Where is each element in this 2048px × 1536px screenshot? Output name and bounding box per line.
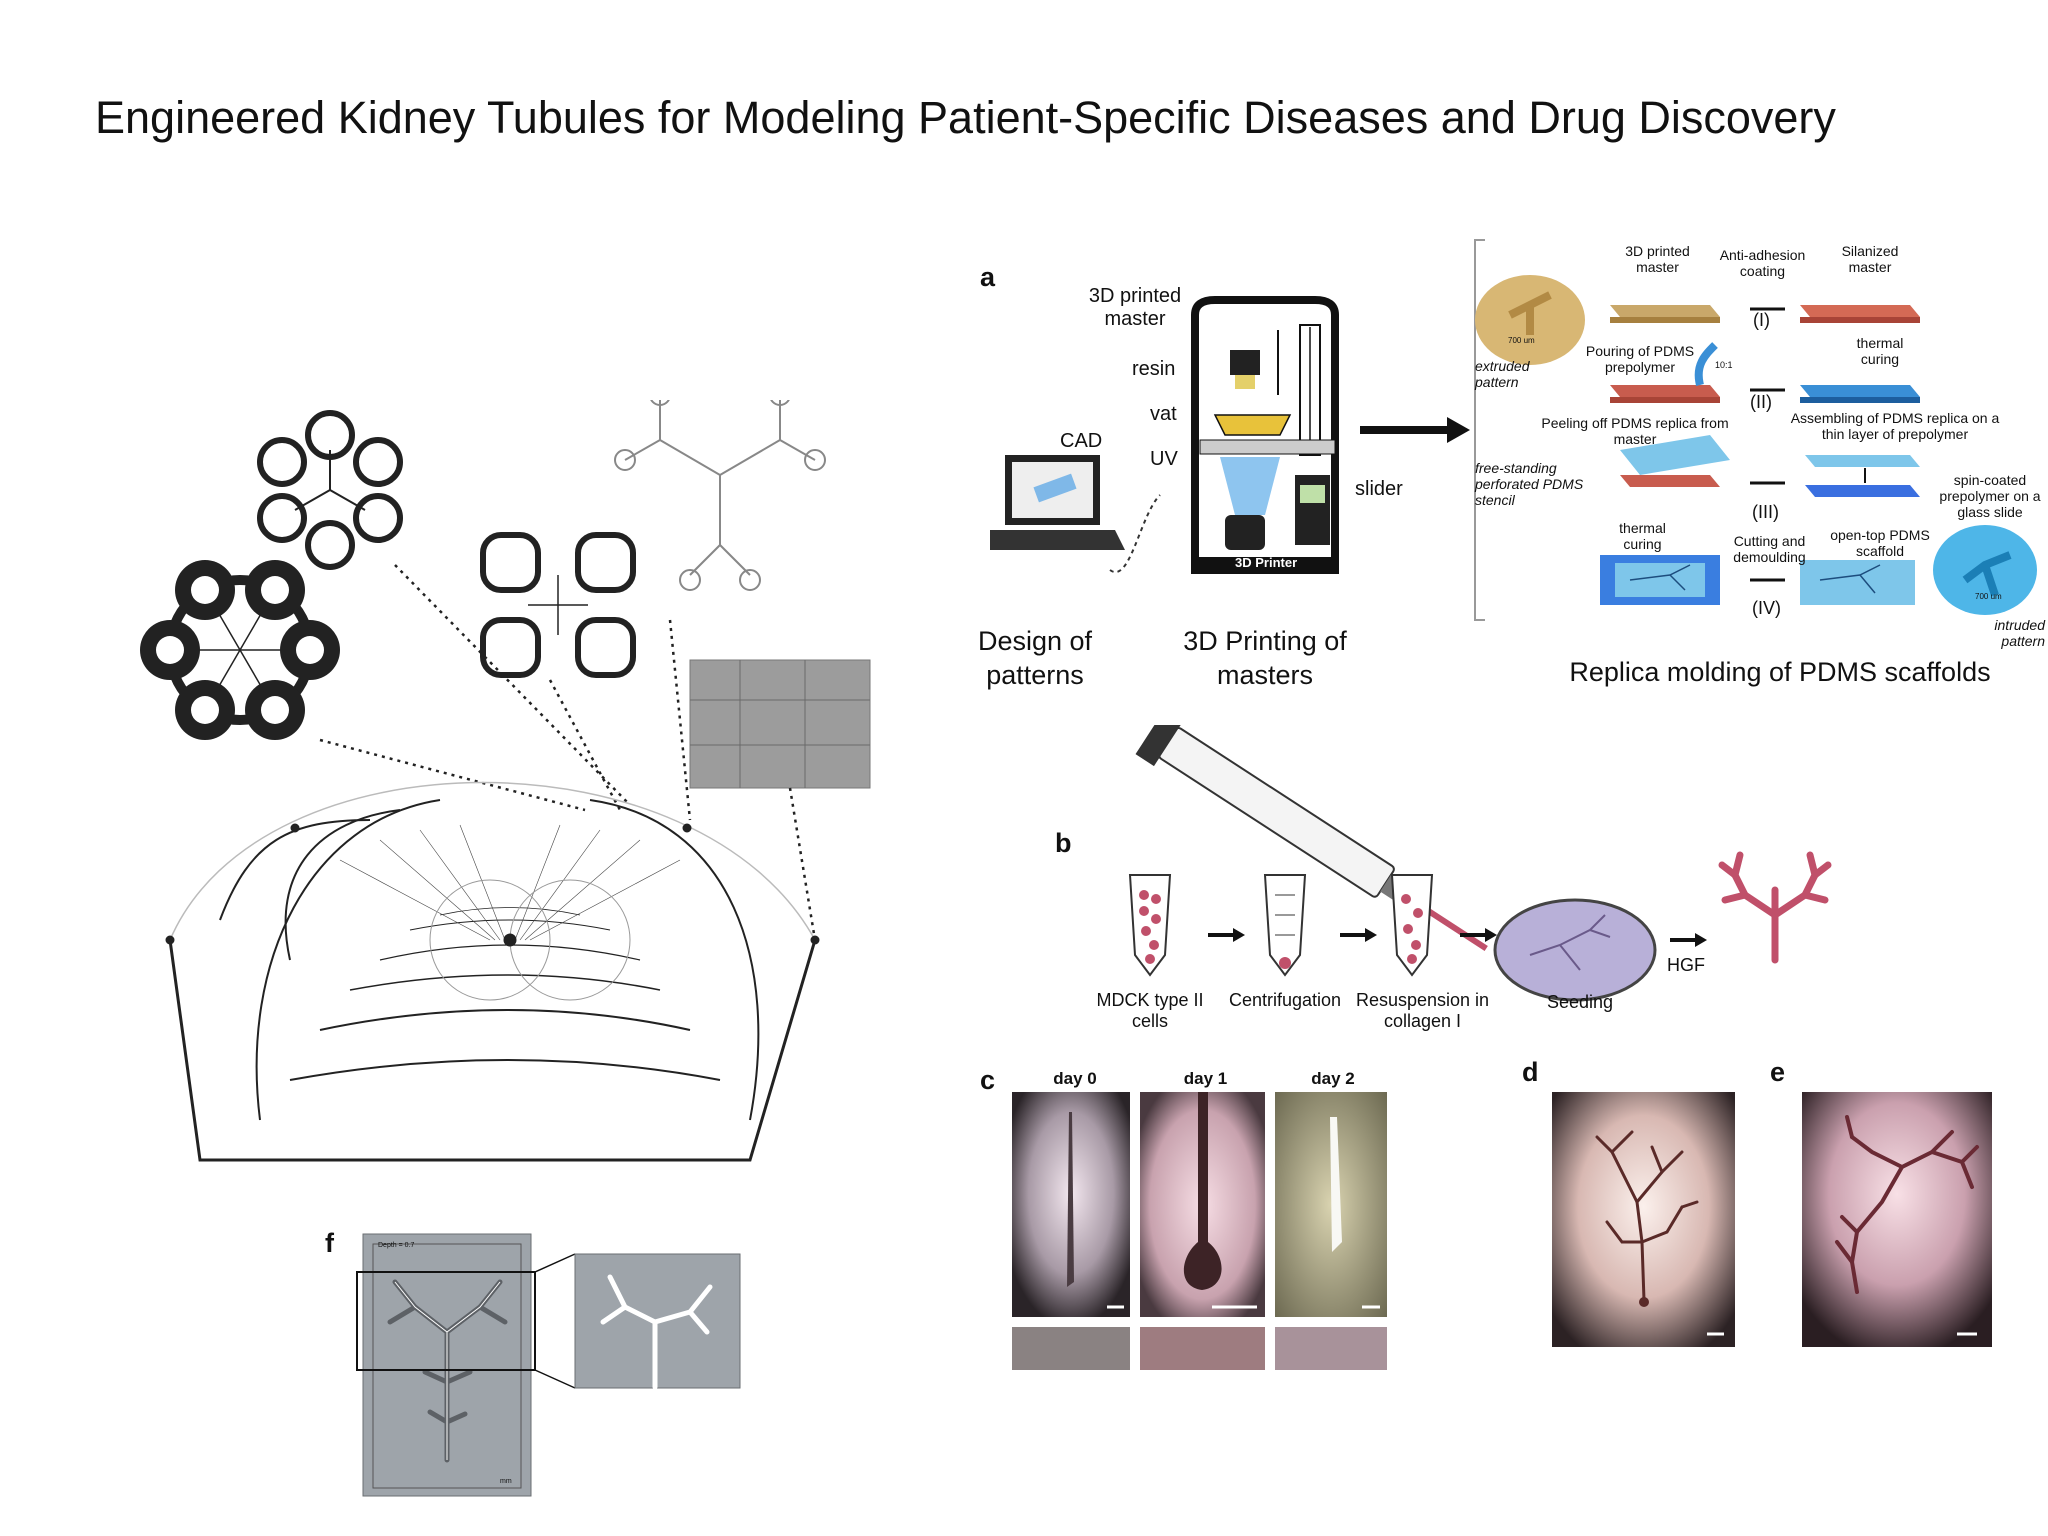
label-hgf: HGF <box>1667 955 1705 975</box>
arrow-to-replica <box>1360 239 1485 621</box>
micrograph-branching-e <box>1802 1092 1992 1347</box>
label-day-2: day 2 <box>1311 1069 1355 1088</box>
panel-a-letter: a <box>980 262 996 292</box>
cad-design-figure <box>356 1233 741 1497</box>
step-thermal-curing-1: thermal curing <box>1856 335 1904 368</box>
label-day-0: day 0 <box>1053 1069 1097 1088</box>
laptop-icon <box>990 455 1125 550</box>
step-pouring-pdms: Pouring of PDMS prepolymer <box>1585 343 1695 376</box>
ratio-10-1: 10:1 <box>1715 360 1733 370</box>
cad-unit-label: mm <box>500 1478 512 1485</box>
cad-depth-label: Depth = 0.7 <box>378 1242 415 1249</box>
label-resin: resin <box>1132 358 1176 380</box>
panel-e-letter: e <box>1770 1057 1786 1087</box>
tree-fractal-pattern <box>614 400 826 591</box>
step-peeling: Peeling off PDMS replica from master <box>1541 415 1729 448</box>
step-mdck-cells: MDCK type II cells <box>1096 990 1204 1031</box>
printer-schematic <box>990 296 1339 574</box>
panel-d-letter: d <box>1522 1057 1539 1087</box>
step-cutting-demoulding: Cutting and demoulding <box>1733 533 1806 566</box>
microscopy-branching <box>1552 1092 1992 1347</box>
step-open-top-scaffold: open-top PDMS scaffold <box>1830 527 1930 560</box>
step-seeding: Seeding <box>1546 992 1614 1012</box>
printer-frame <box>1191 296 1339 574</box>
square-fractal-pattern <box>480 532 636 678</box>
caption-design-of-patterns: Design of patterns <box>977 626 1093 690</box>
texture-fractal-pattern <box>689 659 871 789</box>
step-anti-adhesion: Anti-adhesion coating <box>1719 247 1806 280</box>
panel-f-letter: f <box>325 1228 334 1258</box>
tubule-tree-icon <box>1718 851 1832 964</box>
label-uv: UV <box>1150 448 1178 470</box>
step-spin-coated: spin-coated prepolymer on a glass slide <box>1939 472 2041 521</box>
projection-diagram <box>165 781 820 1162</box>
petri-dish <box>1493 898 1657 1002</box>
fractal-geometry-figure <box>140 400 871 1162</box>
page-title: Engineered Kidney Tubules for Modeling P… <box>95 92 1836 143</box>
seeding-schematic <box>1128 725 1832 1002</box>
snowflake-fractal-pattern <box>257 410 403 570</box>
caption-3d-printing-of-masters: 3D Printing of masters <box>1183 626 1347 690</box>
step-extruded-pattern: extruded pattern <box>1475 358 1530 390</box>
step-IV: (IV) <box>1752 598 1781 618</box>
tube-2-icon <box>1263 874 1307 977</box>
step-I: (I) <box>1753 310 1770 330</box>
step-centrifugation: Centrifugation <box>1228 990 1342 1010</box>
panel-c-letter: c <box>980 1065 996 1095</box>
step-thermal-curing-2: thermal curing <box>1619 520 1666 553</box>
tube-3-icon <box>1390 874 1434 977</box>
tube-1-icon <box>1128 874 1172 977</box>
micrograph-branching-d <box>1552 1092 1735 1347</box>
step-assembling: Assembling of PDMS replica on a thin lay… <box>1790 410 2000 443</box>
replica-molding-schematic <box>1475 275 2037 615</box>
label-cad: CAD <box>1060 430 1103 452</box>
step-resuspension: Resuspension in collagen I <box>1355 990 1490 1031</box>
panel-b-letter: b <box>1055 828 1072 858</box>
scale-700um-top: 700 um <box>1508 336 1535 345</box>
step-III: (III) <box>1752 502 1779 522</box>
scale-700um-bottom: 700 um <box>1975 592 2002 601</box>
microscopy-day-series <box>1012 1092 1387 1370</box>
label-3d-printer: 3D Printer <box>1235 555 1298 570</box>
caption-replica-molding: Replica molding of PDMS scaffolds <box>1569 657 1991 687</box>
step-3d-printed-master: 3D printed master <box>1625 243 1690 276</box>
step-silanized-master: Silanized master <box>1841 243 1899 276</box>
label-day-1: day 1 <box>1183 1069 1228 1088</box>
syringe-icon <box>1135 725 1488 952</box>
hexagonal-fractal-pattern <box>140 560 340 740</box>
micrograph-day-1 <box>1183 1092 1222 1290</box>
step-intruded-pattern: intruded pattern <box>1994 617 2045 649</box>
label-slider: slider <box>1355 478 1403 500</box>
step-free-standing-stencil: free-standing perforated PDMS stencil <box>1475 460 1584 508</box>
micrograph-day-2 <box>1330 1117 1342 1252</box>
step-II: (II) <box>1750 392 1772 412</box>
label-vat: vat <box>1150 403 1177 425</box>
label-3d-printed-master: 3D printed master <box>1088 285 1182 330</box>
